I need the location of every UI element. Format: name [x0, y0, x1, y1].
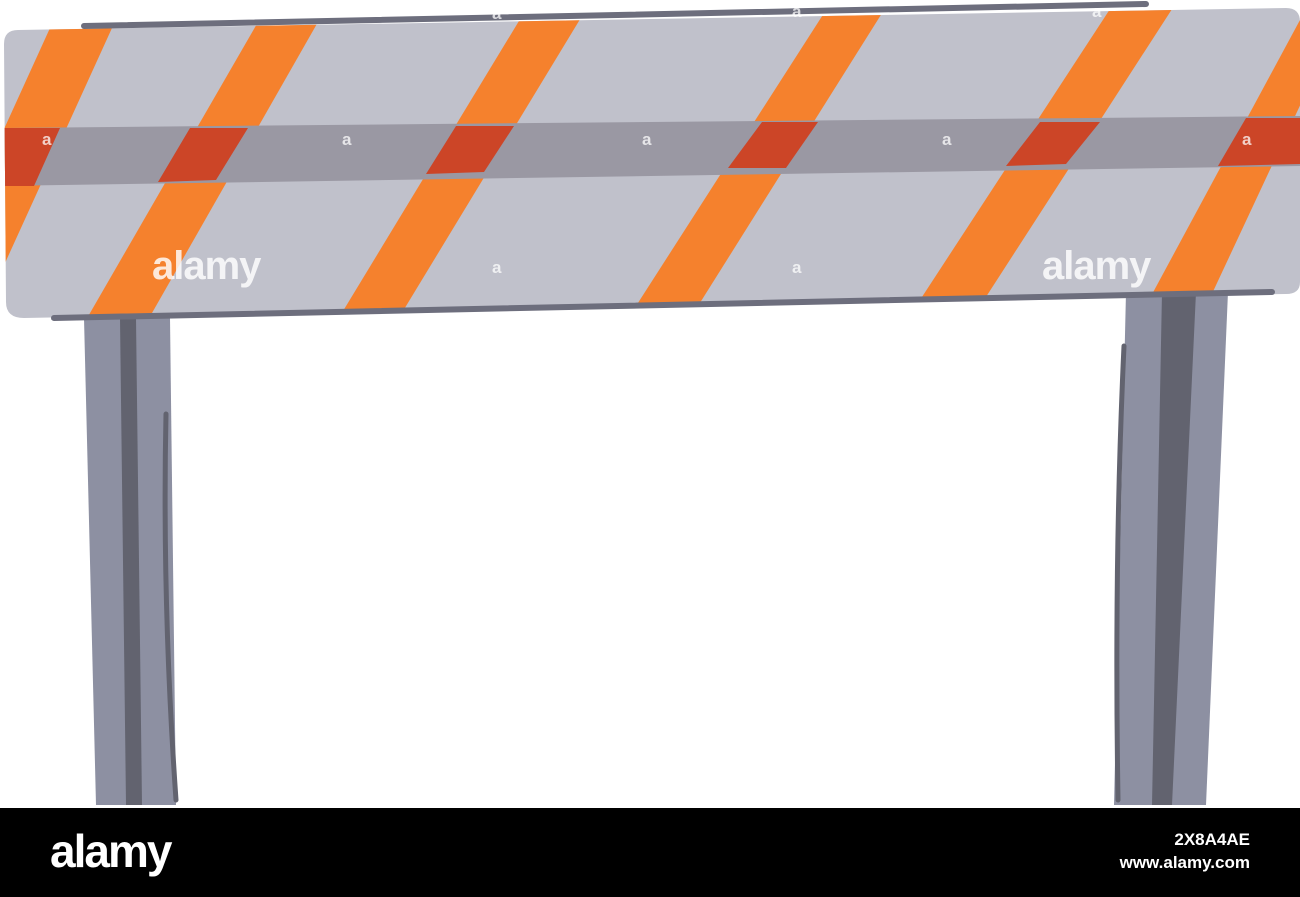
barrier-svg	[4, 1, 1300, 805]
watermark-mark: a	[942, 130, 952, 149]
footer-bar	[0, 808, 1300, 897]
watermark-mark: a	[492, 4, 502, 23]
barrier-illustration	[4, 1, 1300, 805]
watermark-mark: a	[1092, 2, 1102, 21]
barrier-panel	[4, 1, 1300, 321]
footer-logo: alamy	[50, 825, 172, 877]
left-leg	[84, 318, 179, 805]
footer-image-id: 2X8A4AE	[1174, 830, 1250, 849]
watermark-mark: a	[492, 258, 502, 277]
watermark-mark: a	[792, 258, 802, 277]
watermark-mark: a	[792, 2, 802, 21]
right-leg	[1114, 292, 1228, 805]
watermark-brand-right: alamy	[1042, 244, 1151, 288]
watermark-mark: a	[1242, 130, 1252, 149]
watermark-mark: a	[342, 130, 352, 149]
footer-site: www.alamy.com	[1119, 853, 1250, 872]
watermark-mark: a	[642, 130, 652, 149]
watermark-mark: a	[42, 130, 52, 149]
watermark-mark: a	[193, 2, 203, 21]
watermark-brand-left: alamy	[152, 244, 261, 288]
horizontal-band	[4, 116, 1300, 186]
